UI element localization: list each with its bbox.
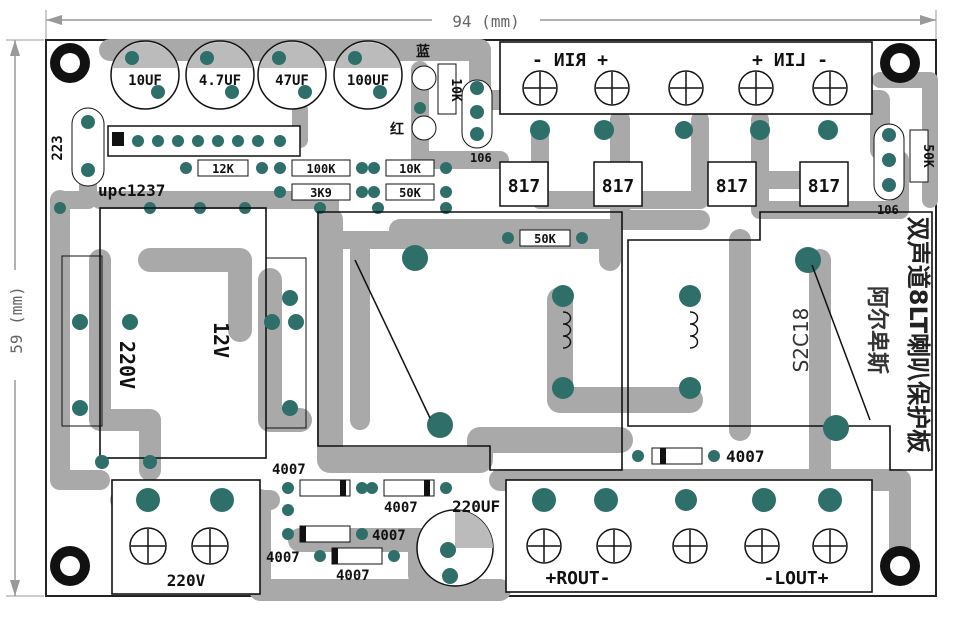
power-terminal-label: 220V: [167, 571, 206, 590]
resistor-10k-label: 10K: [399, 162, 421, 176]
capacitor-c4-label: 100UF: [347, 73, 389, 89]
resistor-3k9-label: 3K9: [310, 186, 332, 200]
relay-right: 双声道8LT喇叭保护板 S2C18 阿尔卑斯: [627, 211, 933, 471]
resistor-50k-a: 50K: [368, 183, 452, 201]
resistor-3k9: 3K9: [274, 183, 368, 201]
capacitor-bulk: 220UF: [416, 497, 500, 587]
optocoupler-4: 817: [799, 161, 849, 207]
board-subtitle: S2C18: [789, 308, 813, 373]
optocoupler-2: 817: [593, 161, 643, 207]
capacitor-c3-label: 47UF: [275, 73, 309, 89]
board-brand: 阿尔卑斯: [864, 286, 890, 374]
capacitor-row: 10UF 4.7UF 47UF 100UF: [110, 40, 403, 110]
resistor-100k-label: 100K: [307, 162, 337, 176]
resistor-50k-b-label: 50K: [534, 232, 556, 246]
diode-2: 4007: [366, 479, 452, 516]
transformer-secondary-label: 12V: [209, 322, 233, 358]
resistor-12k: 12K: [180, 159, 268, 177]
diode-3: 4007: [282, 504, 406, 544]
optocoupler-2-label: 817: [602, 176, 635, 197]
diode-4-sub-label: 4007: [336, 568, 370, 584]
diode-4: 4007 4007: [266, 547, 400, 584]
led-blue-label: 蓝: [416, 43, 430, 60]
capacitor-c1: 10UF: [110, 40, 180, 110]
led-red-label: 红: [390, 121, 404, 138]
input-rin-label: + RIN -: [532, 50, 608, 71]
power-terminal: 220V: [111, 479, 261, 595]
dimension-height: 59 (mm): [6, 39, 44, 597]
resistor-50k-vertical-label: 50K: [920, 144, 935, 168]
diode-right: 4007: [632, 447, 765, 466]
resistor-12k-label: 12K: [212, 162, 234, 176]
trimmer-right-label: 106: [877, 203, 899, 217]
resistor-50k-a-label: 50K: [399, 186, 421, 200]
resistor-10k-vertical-label: 10K: [448, 78, 463, 102]
width-label: 94 (mm): [452, 12, 519, 31]
capacitor-bulk-label: 220UF: [452, 497, 500, 516]
optocoupler-row: 817 817 817 817: [499, 161, 849, 207]
optocoupler-3-label: 817: [716, 176, 749, 197]
optocoupler-4-label: 817: [808, 176, 841, 197]
capacitor-c2-label: 4.7UF: [199, 73, 241, 89]
relay-left: [317, 211, 623, 471]
diode-2-label: 4007: [384, 500, 418, 516]
capacitor-c2: 4.7UF: [185, 40, 255, 110]
trimmer-left: 106: [461, 79, 493, 165]
optocoupler-1-label: 817: [508, 176, 541, 197]
capacitor-c3: 47UF: [257, 40, 327, 110]
output-terminal: +ROUT- -LOUT+: [505, 479, 873, 593]
input-terminal: + RIN - - LIN +: [499, 41, 873, 140]
diode-1-label: 4007: [272, 462, 306, 478]
optocoupler-1: 817: [499, 161, 549, 207]
led-red: 红: [390, 115, 437, 141]
output-rout-label: +ROUT-: [545, 568, 610, 589]
diode-3-label: 4007: [372, 528, 406, 544]
input-lin-label: - LIN +: [752, 50, 828, 71]
resistor-10k-vertical: 10K: [437, 63, 463, 115]
optocoupler-3: 817: [707, 161, 757, 207]
trimmer-right: 106: [873, 123, 905, 217]
dimension-width: 94 (mm): [45, 10, 937, 40]
capacitor-c4: 100UF: [333, 40, 403, 110]
capacitor-ceramic: 223: [50, 107, 105, 187]
resistor-100k: 100K: [274, 159, 368, 177]
mounting-holes: [50, 43, 920, 586]
transformer-primary-label: 220V: [115, 341, 139, 389]
trimmer-left-label: 106: [470, 151, 492, 165]
resistor-50k-vertical: 50K: [909, 129, 935, 183]
height-label: 59 (mm): [7, 286, 26, 353]
capacitor-ceramic-label: 223: [50, 135, 66, 160]
board-title: 双声道8LT喇叭保护板: [904, 217, 932, 454]
resistor-50k-b: 50K: [502, 229, 588, 247]
ic-preamp-label: upc1237: [98, 181, 165, 200]
diode-1: 4007: [272, 462, 368, 497]
output-lout-label: -LOUT+: [763, 568, 828, 589]
led-blue: 蓝: [411, 43, 437, 114]
diode-right-label: 4007: [726, 447, 765, 466]
ic-preamp: upc1237: [98, 125, 301, 200]
resistor-10k: 10K: [368, 159, 452, 177]
diode-4-label: 4007: [266, 550, 300, 566]
capacitor-c1-label: 10UF: [128, 73, 162, 89]
transformer: 220V 12V: [61, 207, 307, 469]
